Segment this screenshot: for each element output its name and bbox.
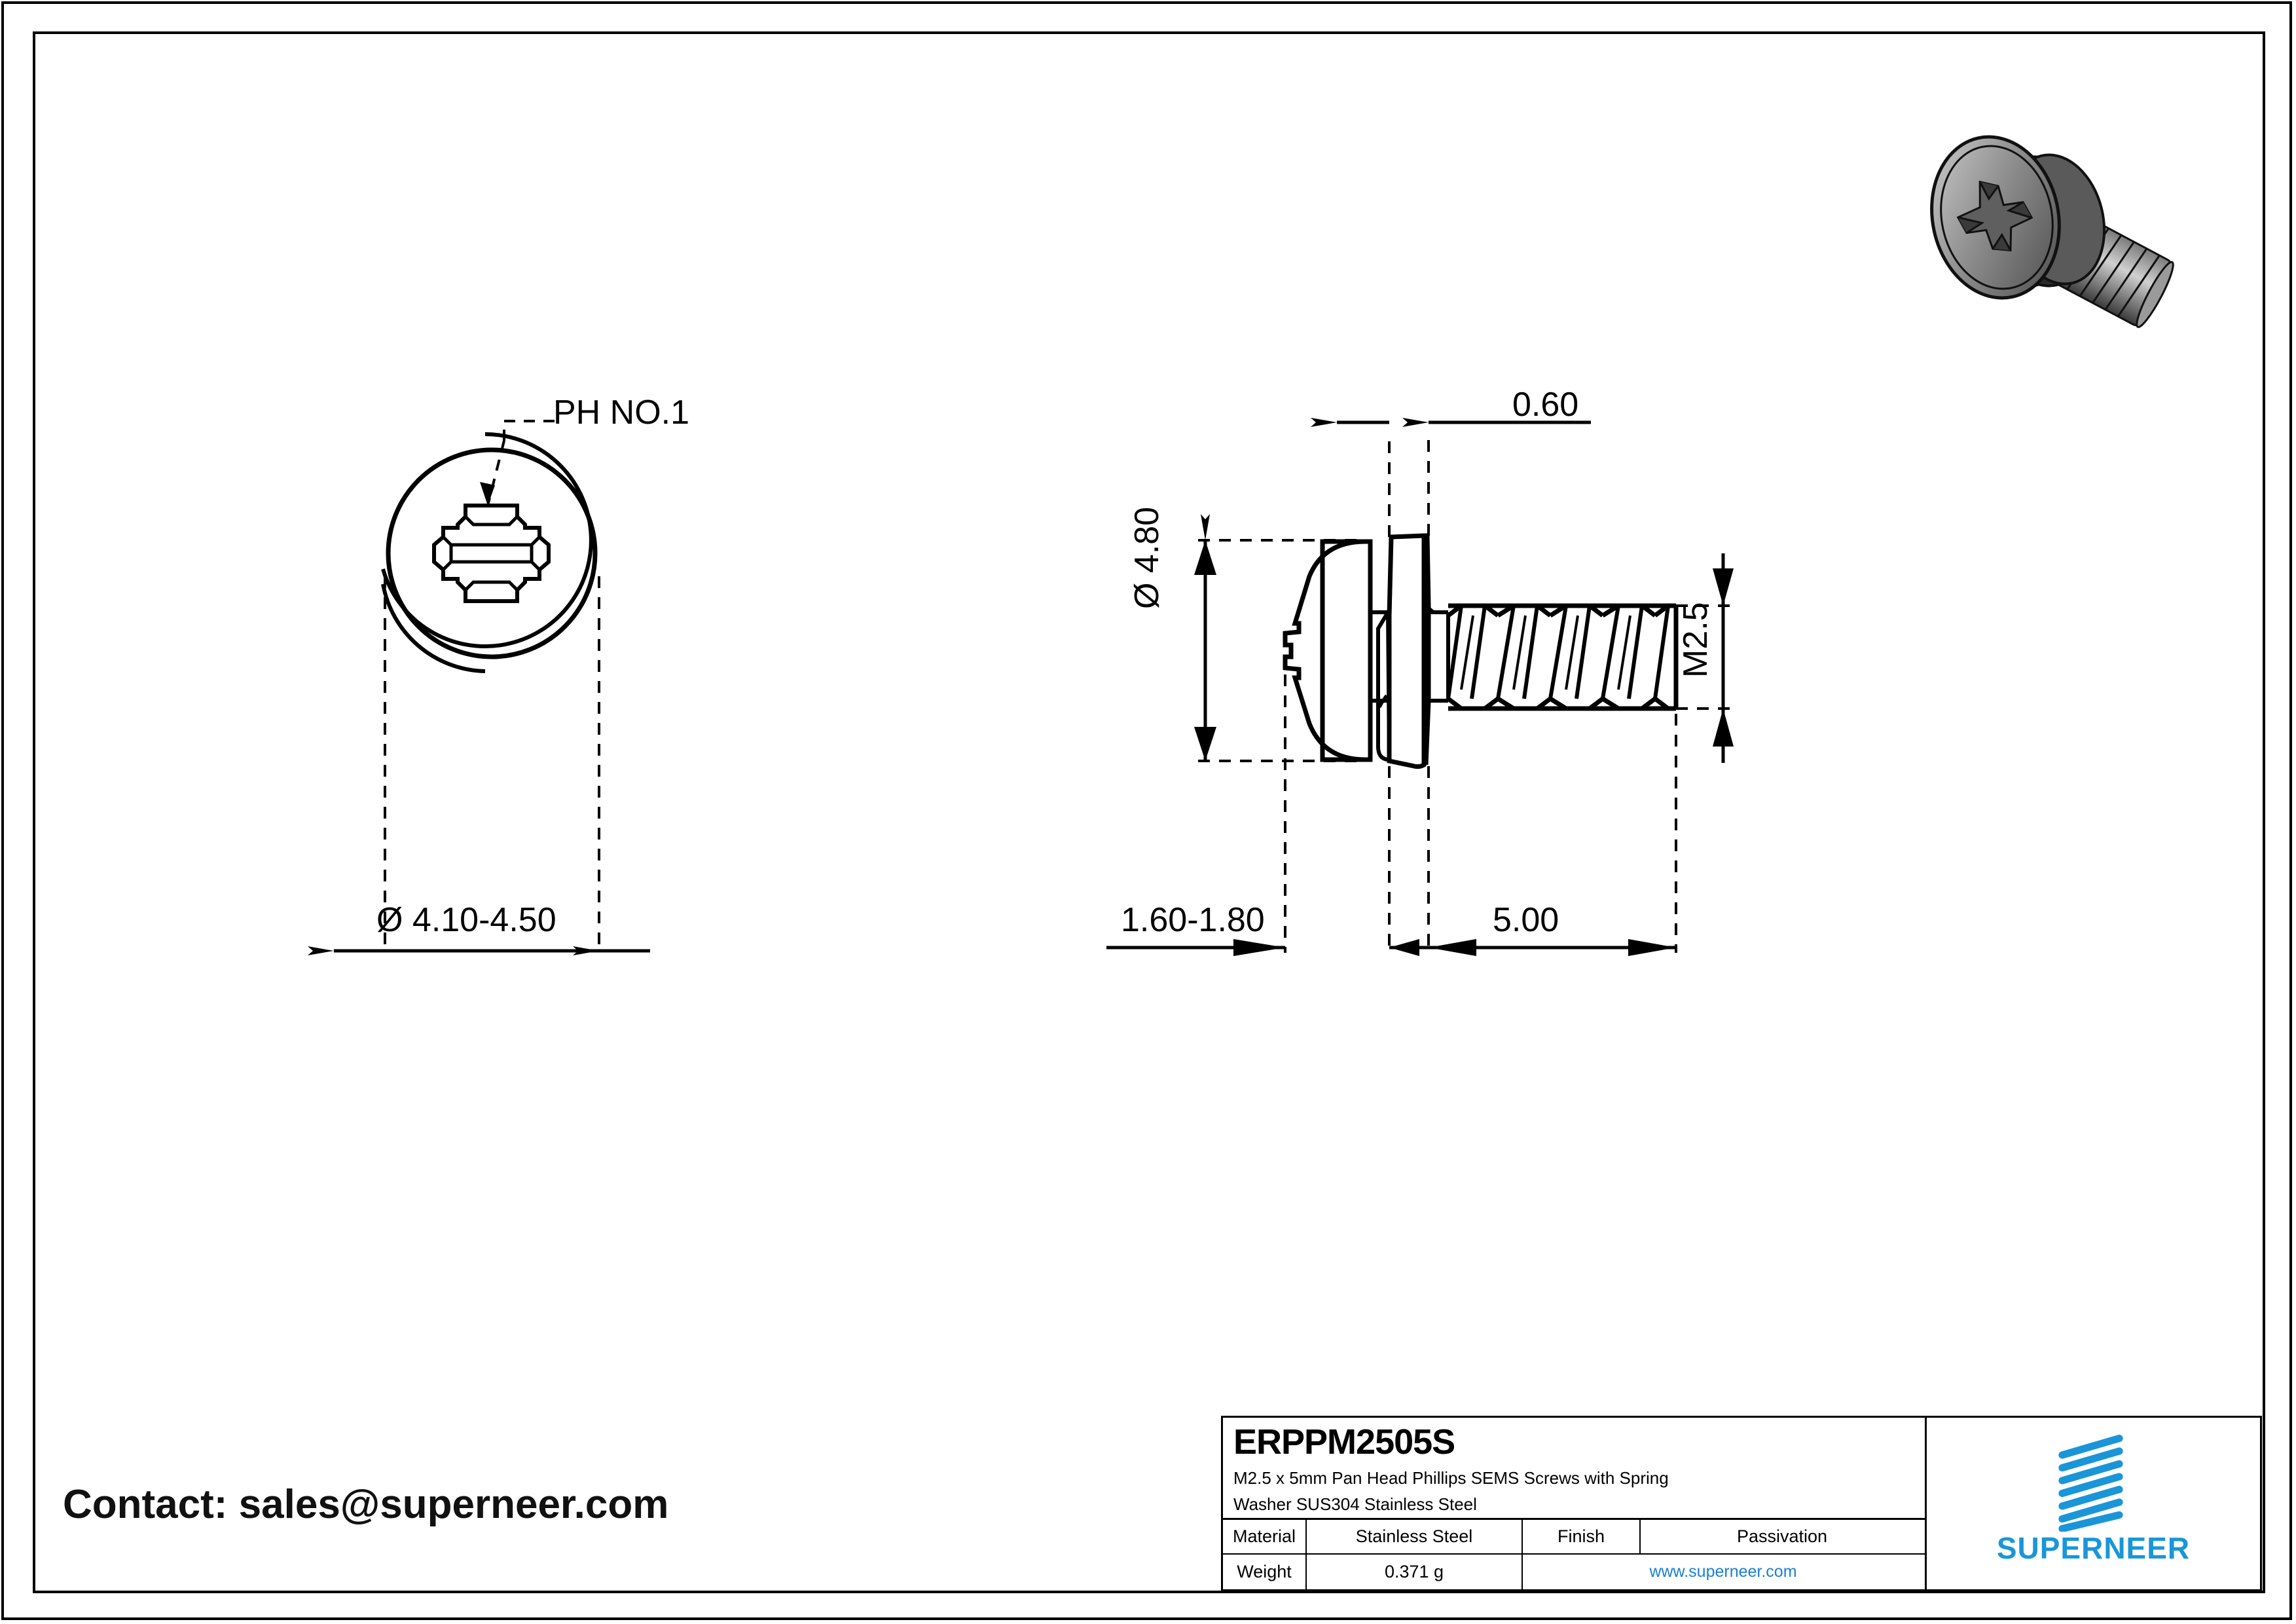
part-description-line-1: M2.5 x 5mm Pan Head Phillips SEMS Screws… [1233, 1468, 1669, 1488]
brand-name: SUPERNEER [1996, 1531, 2191, 1565]
sheet-inner-border [33, 31, 2265, 1593]
finish-label: Finish [1523, 1519, 1641, 1553]
website-link[interactable]: www.superneer.com [1649, 1562, 1797, 1581]
contact-email-text: Contact: sales@superneer.com [63, 1482, 669, 1527]
thread-spec-dimension-label: M2.5 [1677, 602, 1715, 678]
finish-value: Passivation [1736, 1526, 1828, 1546]
title-block-left: ERPPM2505S M2.5 x 5mm Pan Head Phillips … [1223, 1418, 1927, 1589]
table-row: Material Stainless Steel Finish Passivat… [1223, 1519, 1925, 1555]
title-block-description-area: ERPPM2505S M2.5 x 5mm Pan Head Phillips … [1223, 1418, 1925, 1520]
head-diameter-dimension-label: Ø 4.10-4.50 [376, 901, 556, 939]
material-value: Stainless Steel [1307, 1519, 1523, 1553]
table-row: Weight 0.371 g www.superneer.com [1223, 1554, 1925, 1589]
superneer-logo-mark-icon [2058, 1434, 2123, 1532]
washer-thickness-dimension-label: 0.60 [1512, 386, 1579, 424]
part-number: ERPPM2505S [1233, 1422, 1455, 1462]
title-block-spec-table: Material Stainless Steel Finish Passivat… [1223, 1519, 1925, 1589]
head-height-dimension-label: 1.60-1.80 [1121, 901, 1265, 939]
weight-value: 0.371 g [1307, 1554, 1523, 1589]
ph-no-callout-label: PH NO.1 [553, 394, 690, 432]
thread-length-dimension-label: 5.00 [1493, 901, 1559, 939]
screw-3d-render-icon [1930, 135, 2174, 328]
material-label: Material [1223, 1519, 1307, 1553]
part-description: M2.5 x 5mm Pan Head Phillips SEMS Screws… [1233, 1465, 1925, 1518]
title-block-brand-area: SUPERNEER [1927, 1418, 2260, 1589]
part-description-line-2: Washer SUS304 Stainless Steel [1233, 1494, 1477, 1515]
head-diameter-side-dimension-label: Ø 4.80 [1128, 506, 1166, 609]
weight-label: Weight [1223, 1554, 1307, 1589]
title-block: ERPPM2505S M2.5 x 5mm Pan Head Phillips … [1221, 1416, 2262, 1591]
